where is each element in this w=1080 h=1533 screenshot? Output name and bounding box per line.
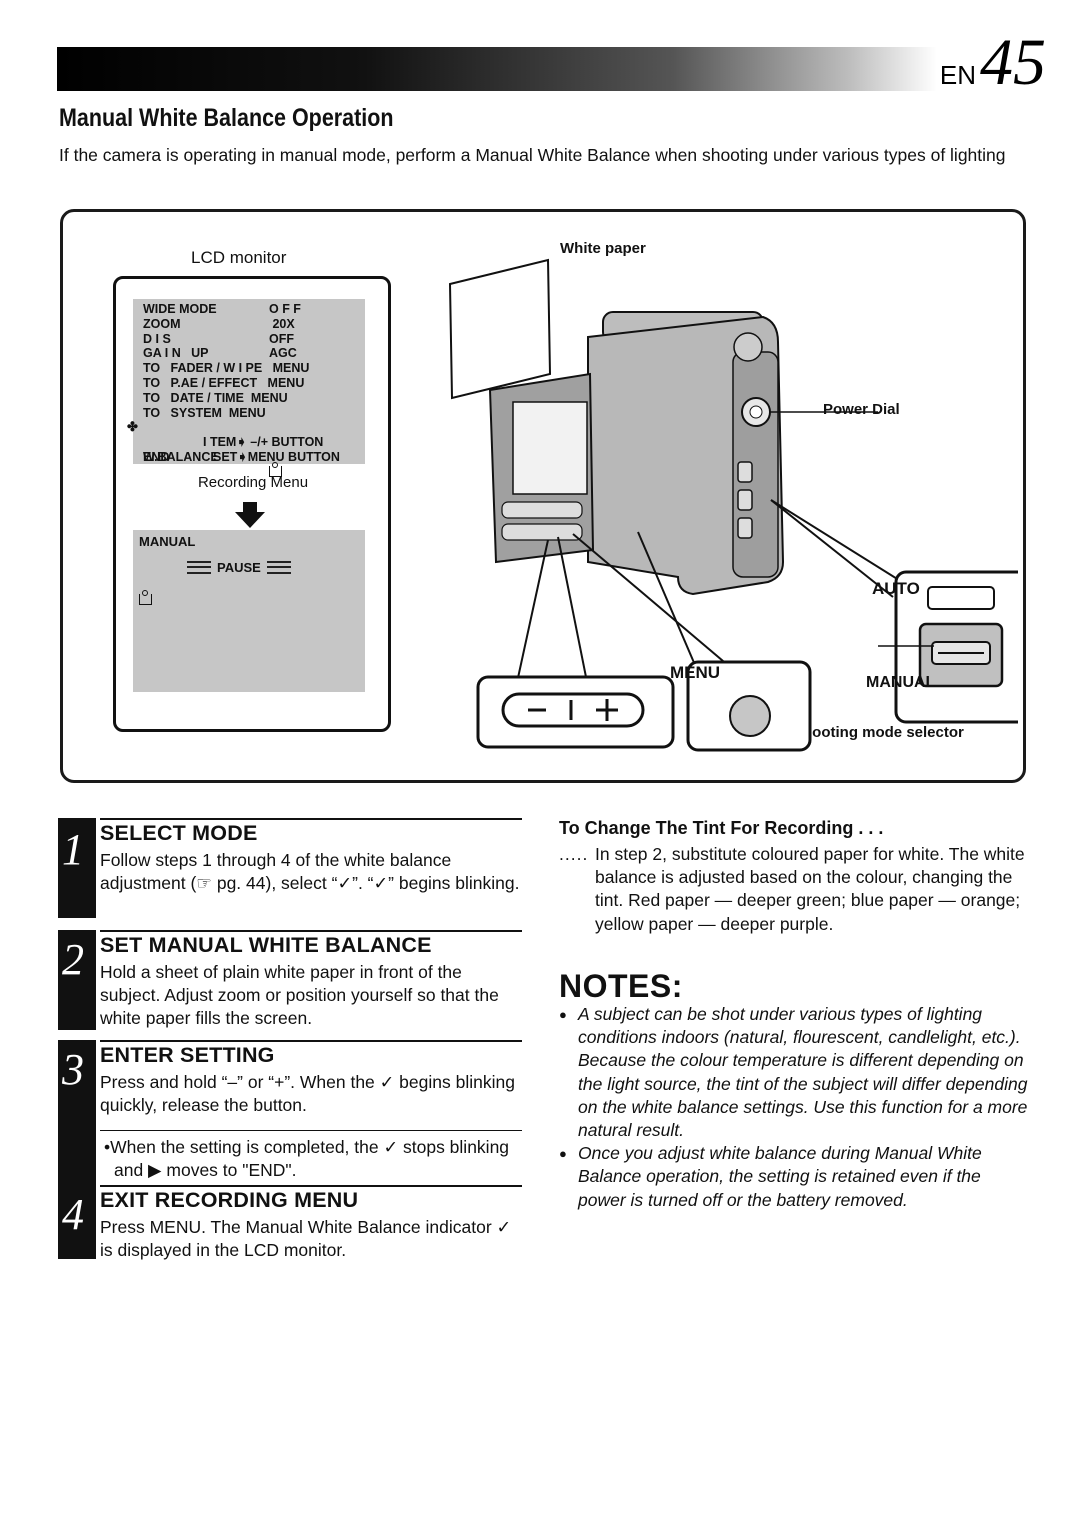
osd-row-item: I TEM➧ –/+ BUTTON bbox=[203, 435, 324, 450]
osd-pause-indicator: PAUSE bbox=[187, 560, 291, 575]
step-heading: SET MANUAL WHITE BALANCE bbox=[100, 930, 522, 958]
step-body: Press MENU. The Manual White Balance ind… bbox=[100, 1217, 512, 1261]
power-dial-label: Power Dial bbox=[823, 401, 900, 418]
osd-row-wbalance: ✤ W.BALANCE bbox=[127, 420, 365, 477]
step-heading: SELECT MODE bbox=[100, 818, 522, 846]
tint-section: ..... In step 2, substitute coloured pap… bbox=[559, 843, 1029, 936]
step-4: 4 EXIT RECORDING MENU Press MENU. The Ma… bbox=[58, 1185, 522, 1261]
tint-heading: To Change The Tint For Recording . . . bbox=[559, 818, 884, 838]
notes-heading: NOTES: bbox=[559, 968, 683, 1004]
recording-menu-label: Recording Menu bbox=[197, 474, 309, 491]
white-paper-sheet bbox=[448, 258, 552, 400]
tint-dots: ..... bbox=[559, 844, 589, 864]
step-body: Press and hold “–” or “+”. When the ✓ be… bbox=[100, 1072, 515, 1116]
page-language: EN bbox=[939, 60, 976, 90]
manual-wb-icon bbox=[269, 461, 282, 480]
step-2: 2 SET MANUAL WHITE BALANCE Hold a sheet … bbox=[58, 930, 522, 1040]
step-number: 2 bbox=[62, 935, 84, 984]
cursor-arrow-icon: ✤ bbox=[127, 419, 138, 435]
step-1: 1 SELECT MODE Follow steps 1 through 4 o… bbox=[58, 818, 522, 928]
manual-wb-icon bbox=[139, 590, 152, 607]
step-number: 1 bbox=[62, 825, 84, 874]
down-arrow-icon bbox=[235, 502, 265, 528]
plus-minus-button bbox=[501, 692, 645, 728]
step-number: 3 bbox=[62, 1045, 84, 1094]
step-body: Hold a sheet of plain white paper in fro… bbox=[100, 962, 499, 1029]
osd-row: TO P.AE / EFFECT MENU bbox=[143, 375, 305, 390]
intro-text: If the camera is operating in manual mod… bbox=[59, 145, 1006, 165]
header-gradient-bar bbox=[57, 47, 937, 91]
step-heading: ENTER SETTING bbox=[100, 1040, 522, 1068]
page-title: Manual White Balance Operation bbox=[59, 104, 394, 132]
manual-label: MANUAL bbox=[866, 674, 936, 691]
camcorder-illustration bbox=[448, 258, 1018, 752]
menu-button-icon bbox=[729, 695, 771, 737]
notes-list: A subject can be shot under various type… bbox=[559, 1003, 1029, 1212]
step-number: 4 bbox=[62, 1190, 84, 1239]
osd-row: ZOOM 20X bbox=[143, 316, 295, 331]
osd-manual-screen: MANUAL PAUSE bbox=[133, 530, 365, 692]
page-digits: 45 bbox=[980, 26, 1046, 99]
note-item: Once you adjust white balance during Man… bbox=[559, 1142, 1029, 1212]
step-heading: EXIT RECORDING MENU bbox=[100, 1185, 522, 1213]
step-note: •When the setting is completed, the ✓ st… bbox=[100, 1130, 522, 1182]
osd-row: TO DATE / TIME MENU bbox=[143, 390, 288, 405]
shooting-mode-label: Shooting mode selector bbox=[793, 724, 964, 741]
lcd-monitor-label: LCD monitor bbox=[191, 248, 287, 267]
note-item: A subject can be shot under various type… bbox=[559, 1003, 1029, 1142]
white-paper-label: White paper bbox=[560, 240, 646, 257]
step-body: Follow steps 1 through 4 of the white ba… bbox=[100, 850, 520, 894]
osd-row: TO FADER / W I PE MENU bbox=[143, 361, 310, 376]
page-number: EN 45 bbox=[940, 30, 1046, 96]
tint-body: In step 2, substitute coloured paper for… bbox=[595, 844, 1025, 934]
osd-row: TO SYSTEM MENU bbox=[143, 405, 266, 420]
step-3: 3 ENTER SETTING Press and hold “–” or “+… bbox=[58, 1040, 522, 1188]
menu-button-label: MENU bbox=[670, 663, 721, 682]
osd-manual-label: MANUAL bbox=[139, 534, 196, 549]
auto-label: AUTO bbox=[872, 579, 920, 598]
